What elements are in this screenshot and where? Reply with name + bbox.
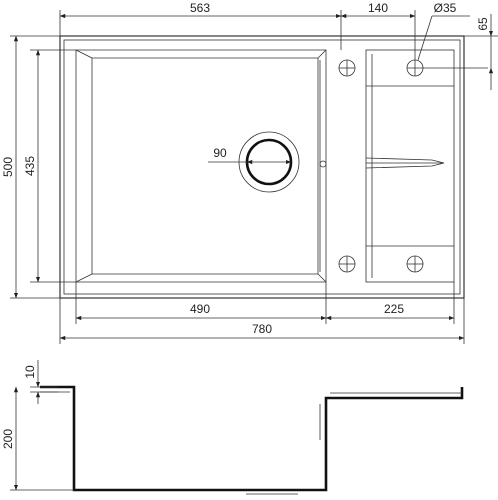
section-view [10, 360, 464, 495]
dim-hole-diameter: Ø35 [434, 1, 457, 15]
dim-65: 65 [476, 17, 490, 31]
dim-225: 225 [384, 302, 404, 316]
dim-500: 500 [1, 157, 15, 177]
bowl-outline [75, 49, 327, 283]
dim-780: 780 [252, 322, 272, 336]
overflow-icon [319, 160, 327, 168]
bowl-inner [91, 57, 319, 275]
dim-140: 140 [368, 1, 388, 15]
plan-view [59, 35, 488, 299]
dim-90: 90 [213, 146, 227, 160]
dim-563: 563 [190, 1, 210, 15]
dim-10: 10 [23, 365, 37, 379]
dimension-lines [10, 10, 498, 344]
dim-435: 435 [23, 156, 37, 176]
sink-outer-outline [59, 35, 465, 299]
sink-inner-outline [63, 39, 461, 295]
dim-200: 200 [1, 429, 15, 449]
section-profile [40, 385, 464, 492]
drainer-outline [365, 49, 455, 283]
dim-490: 490 [190, 302, 210, 316]
